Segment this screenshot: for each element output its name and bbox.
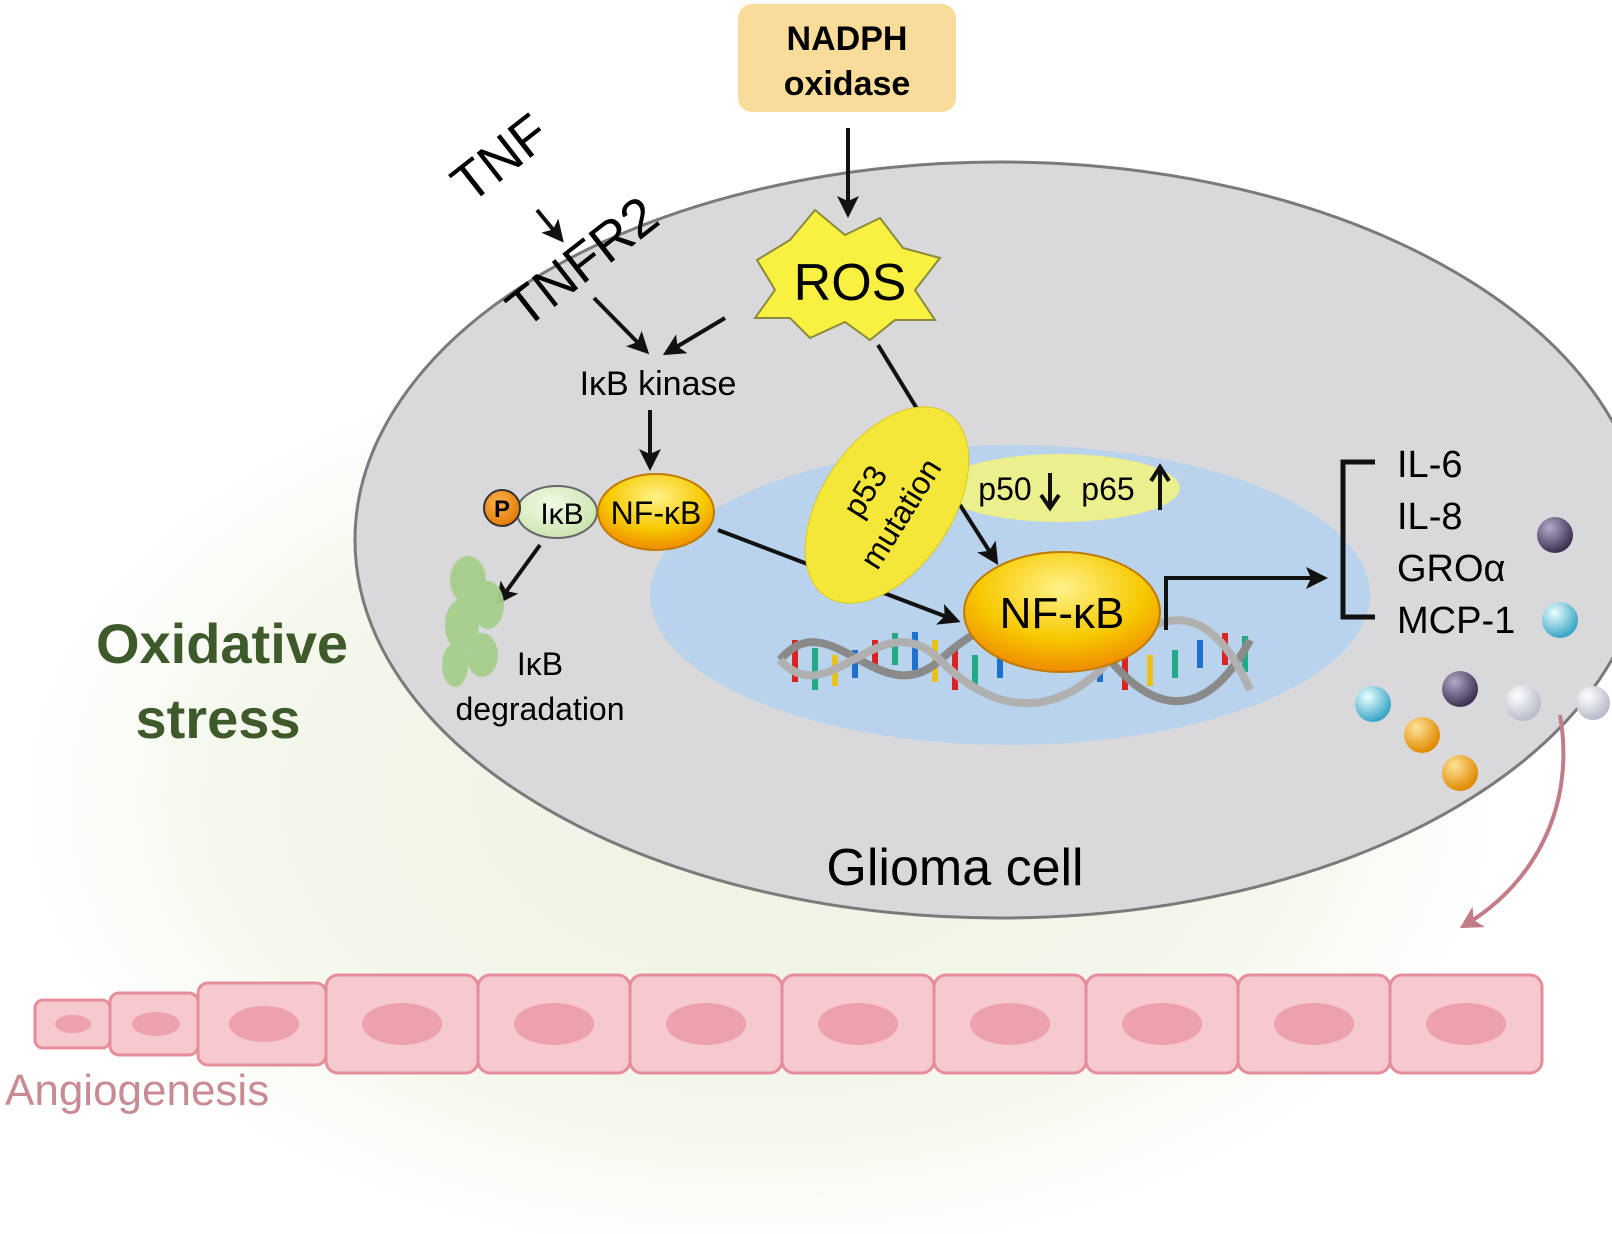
ikb-kinase-label: IκB kinase	[580, 365, 737, 403]
nfkb-nucleus-label: NF-κB	[1000, 589, 1125, 638]
cytokine-bracket	[1340, 459, 1375, 620]
p65-up-arrow	[1149, 463, 1171, 510]
cytokine-mcp1: MCP-1	[1397, 600, 1515, 642]
secreted-molecule-white	[1576, 686, 1610, 720]
p50-label: p50	[978, 471, 1031, 507]
angiogenesis-label: Angiogenesis	[5, 1066, 269, 1115]
degradation-ikb-label: IκB	[517, 646, 563, 682]
p53-mutation	[804, 406, 970, 604]
arrow-ikb-to-degradation	[496, 543, 542, 605]
ros-label: ROS	[794, 254, 907, 312]
nfkb-cytoplasm-label: NF-κB	[611, 495, 702, 531]
arrow-transcription	[1164, 567, 1328, 630]
ikb-label: IκB	[540, 498, 583, 531]
nfkb-cytoplasm	[597, 473, 715, 551]
phosphate-label: P	[494, 496, 510, 523]
arrow-tnf-to-tnfr2	[535, 208, 564, 243]
p50-down-arrow	[1039, 473, 1061, 512]
phosphate-p	[483, 489, 521, 527]
glioma-cell-label: Glioma cell	[826, 839, 1083, 897]
secreted-molecule-white	[1505, 685, 1541, 721]
secreted-molecule-orange	[1442, 755, 1478, 791]
secreted-molecule-orange	[1404, 717, 1440, 753]
tnf-label: TNF	[440, 103, 560, 215]
oxidative-label: Oxidative	[96, 612, 348, 675]
cytokine-groa: GROα	[1397, 548, 1506, 590]
nadph-label: NADPH	[787, 20, 908, 58]
cytokine-il8: IL-8	[1397, 496, 1462, 538]
secreted-molecule-purple	[1537, 517, 1573, 553]
degradation-label: degradation	[455, 691, 624, 727]
arrow-ros-to-ikb-kinase	[662, 316, 727, 356]
nadph-oxidase-box	[738, 4, 956, 112]
oxidase-label: oxidase	[784, 65, 911, 103]
arrow-to-angiogenesis	[1459, 714, 1566, 929]
nfkb-nucleus	[963, 551, 1161, 673]
secreted-molecule-purple	[1442, 671, 1478, 707]
degraded-ikb-blobs	[442, 556, 504, 687]
blood-vessel	[33, 973, 1544, 1075]
secreted-molecule-cyan	[1355, 686, 1391, 722]
stress-label: stress	[135, 687, 300, 750]
arrow-tnfr2-to-ikb-kinase	[592, 296, 650, 355]
secreted-molecule-cyan	[1542, 602, 1578, 638]
p50-p65-complex	[940, 454, 1180, 522]
cytokine-il6: IL-6	[1397, 444, 1462, 486]
p65-label: p65	[1081, 471, 1134, 507]
ros-star	[753, 208, 942, 342]
arrow-p50p65-to-nfkb	[958, 503, 999, 566]
